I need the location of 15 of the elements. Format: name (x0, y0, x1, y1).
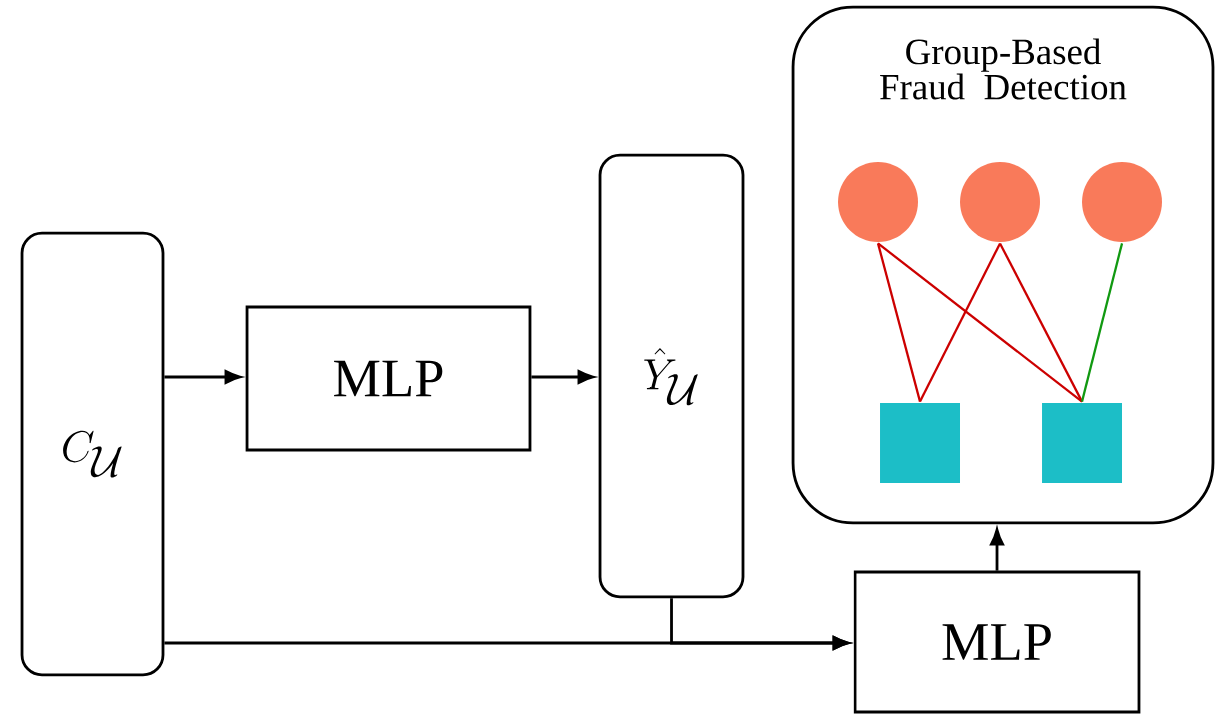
input-box: $C_{\mathcal{U}}$ (20, 231, 165, 677)
connector-line (877, 242, 1083, 403)
process-box: MLP (245, 305, 532, 452)
connector-line (876, 243, 922, 402)
group-box: Group-Based Fraud Detection (791, 5, 1215, 525)
circle-node (960, 162, 1040, 242)
connector-line (1080, 243, 1124, 402)
square-node (1042, 403, 1122, 483)
connector-line (919, 242, 1002, 403)
connector-line (999, 242, 1084, 403)
output-box: $\hat{Y}_{\mathcal{U}}$ (598, 153, 745, 599)
square-node (880, 403, 960, 483)
circle-node (1082, 162, 1162, 242)
circle-node (838, 162, 918, 242)
process-box: MLP (853, 570, 1141, 714)
